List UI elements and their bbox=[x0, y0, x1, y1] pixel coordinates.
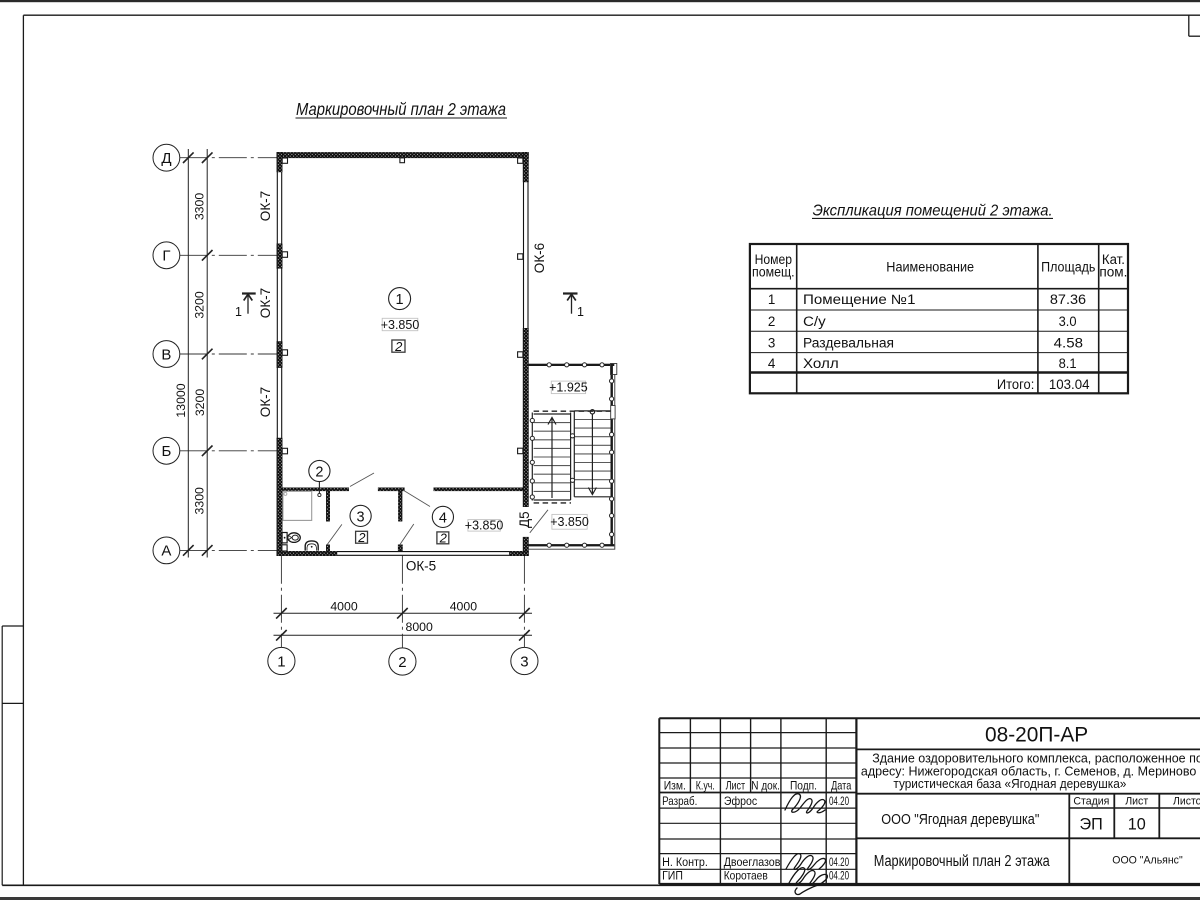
svg-text:04.20: 04.20 bbox=[829, 855, 849, 869]
svg-text:04.20: 04.20 bbox=[829, 794, 849, 808]
svg-text:3: 3 bbox=[768, 336, 775, 351]
svg-text:Изм.: Изм. bbox=[664, 778, 686, 792]
svg-text:1: 1 bbox=[768, 292, 775, 307]
svg-text:Холл: Холл bbox=[803, 356, 839, 371]
svg-text:1: 1 bbox=[235, 305, 242, 319]
svg-text:адресу: Нижегородская область,: адресу: Нижегородская область, г. Семено… bbox=[861, 764, 1196, 778]
svg-text:1: 1 bbox=[577, 305, 584, 319]
svg-text:туристическая база «Ягодная де: туристическая база «Ягодная деревушка» bbox=[893, 777, 1126, 791]
svg-text:Эфрос: Эфрос bbox=[724, 794, 757, 808]
svg-text:2: 2 bbox=[315, 464, 323, 480]
svg-text:Помещение №1: Помещение №1 bbox=[803, 292, 916, 307]
svg-text:4: 4 bbox=[768, 356, 776, 371]
svg-text:Лист: Лист bbox=[1125, 796, 1148, 808]
svg-text:Н. Контр.: Н. Контр. bbox=[662, 855, 708, 869]
svg-text:Итого:: Итого: bbox=[997, 377, 1034, 392]
svg-text:1: 1 bbox=[277, 653, 285, 670]
svg-text:В: В bbox=[161, 346, 171, 363]
svg-text:Площадь: Площадь bbox=[1041, 260, 1095, 275]
svg-text:10: 10 bbox=[1128, 815, 1146, 833]
svg-text:Маркировочный план 2 этажа: Маркировочный план 2 этажа bbox=[296, 99, 506, 119]
svg-text:ОК-7: ОК-7 bbox=[258, 387, 273, 417]
svg-text:3.0: 3.0 bbox=[1059, 314, 1077, 329]
svg-text:Б: Б bbox=[161, 443, 171, 460]
svg-text:Двоеглазов: Двоеглазов bbox=[724, 855, 781, 869]
svg-text:4000: 4000 bbox=[450, 599, 478, 613]
svg-text:13000: 13000 bbox=[174, 383, 188, 417]
svg-text:3: 3 bbox=[357, 509, 365, 525]
svg-text:ОК-6: ОК-6 bbox=[532, 243, 547, 273]
svg-text:Кат.: Кат. bbox=[1102, 252, 1125, 267]
svg-text:2: 2 bbox=[357, 530, 366, 545]
svg-text:4.58: 4.58 bbox=[1054, 336, 1083, 351]
svg-text:2: 2 bbox=[394, 339, 403, 354]
svg-text:К.уч.: К.уч. bbox=[696, 778, 715, 792]
svg-text:А: А bbox=[161, 543, 171, 560]
svg-text:ОК-7: ОК-7 bbox=[258, 288, 273, 318]
svg-text:04.20: 04.20 bbox=[829, 868, 849, 882]
svg-text:ООО "Альянс": ООО "Альянс" bbox=[1112, 855, 1182, 867]
svg-text:ЭП: ЭП bbox=[1080, 815, 1103, 833]
svg-text:1: 1 bbox=[396, 292, 404, 308]
svg-text:Д5: Д5 bbox=[517, 511, 532, 528]
svg-text:Коротаев: Коротаев bbox=[724, 868, 768, 882]
svg-text:ООО "Ягодная деревушка": ООО "Ягодная деревушка" bbox=[881, 812, 1039, 828]
svg-text:4: 4 bbox=[439, 510, 447, 526]
svg-text:Здание оздоровительного компле: Здание оздоровительного комплекса, распо… bbox=[872, 751, 1200, 765]
svg-text:8.1: 8.1 bbox=[1059, 356, 1077, 371]
svg-text:Раздевальная: Раздевальная bbox=[803, 336, 894, 351]
svg-text:Д: Д bbox=[161, 150, 171, 167]
svg-text:Экспликация помещений 2 этажа.: Экспликация помещений 2 этажа. bbox=[813, 203, 1053, 220]
svg-text:Номер: Номер bbox=[755, 252, 792, 267]
svg-text:2: 2 bbox=[768, 314, 775, 329]
svg-text:ОК-5: ОК-5 bbox=[406, 559, 436, 574]
svg-text:ОК-7: ОК-7 bbox=[258, 191, 273, 221]
svg-text:3200: 3200 bbox=[193, 389, 207, 417]
svg-text:пом.: пом. bbox=[1099, 265, 1127, 280]
svg-text:+3.850: +3.850 bbox=[381, 318, 420, 332]
svg-text:2: 2 bbox=[439, 531, 448, 546]
svg-text:Листов: Листов bbox=[1173, 796, 1200, 808]
svg-text:Лист: Лист bbox=[726, 778, 746, 792]
svg-text:N док.: N док. bbox=[751, 778, 780, 792]
svg-text:+3.850: +3.850 bbox=[465, 519, 504, 533]
svg-text:3: 3 bbox=[520, 653, 528, 670]
svg-text:Разраб.: Разраб. bbox=[662, 794, 697, 808]
svg-text:помещ.: помещ. bbox=[752, 265, 795, 280]
svg-text:Наименование: Наименование bbox=[886, 260, 974, 275]
svg-text:08-20П-АР: 08-20П-АР bbox=[985, 723, 1088, 746]
svg-text:Подп.: Подп. bbox=[790, 778, 817, 792]
svg-text:Стадия: Стадия bbox=[1073, 796, 1109, 808]
svg-text:+3.850: +3.850 bbox=[550, 515, 589, 529]
svg-text:8000: 8000 bbox=[406, 620, 434, 634]
svg-text:+1.925: +1.925 bbox=[549, 381, 588, 395]
svg-text:3300: 3300 bbox=[193, 193, 207, 221]
svg-text:4000: 4000 bbox=[330, 599, 358, 613]
svg-text:103.04: 103.04 bbox=[1049, 377, 1090, 392]
svg-text:ГИП: ГИП bbox=[662, 868, 683, 882]
svg-text:3300: 3300 bbox=[193, 487, 207, 515]
svg-text:2: 2 bbox=[398, 654, 406, 671]
svg-text:Дата: Дата bbox=[831, 778, 851, 792]
svg-text:С/у: С/у bbox=[803, 314, 826, 329]
svg-text:Маркировочный план 2 этажа: Маркировочный план 2 этажа bbox=[874, 853, 1050, 870]
svg-text:Г: Г bbox=[162, 248, 170, 265]
svg-text:87.36: 87.36 bbox=[1050, 292, 1086, 307]
svg-text:3200: 3200 bbox=[193, 291, 207, 319]
